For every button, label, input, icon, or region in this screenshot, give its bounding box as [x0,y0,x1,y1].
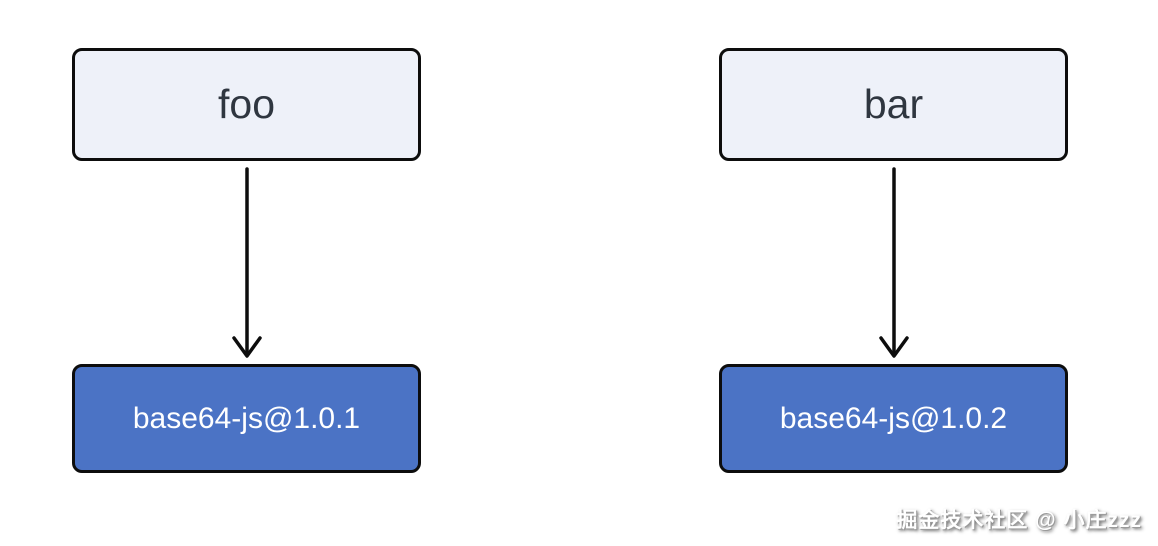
package-node-foo: foo [72,48,421,161]
arrow-down-icon [231,167,262,358]
package-node-base64-js-1-0-1: base64-js@1.0.1 [72,364,421,473]
dependency-tree-foo: foo base64-js@1.0.1 [72,48,421,473]
watermark-text: 掘金技术社区 @ 小庄zzz [896,509,1142,532]
package-node-bar: bar [719,48,1068,161]
package-node-base64-js-1-0-2: base64-js@1.0.2 [719,364,1068,473]
arrow-down-icon [878,167,909,358]
dependency-tree-bar: bar base64-js@1.0.2 [719,48,1068,473]
